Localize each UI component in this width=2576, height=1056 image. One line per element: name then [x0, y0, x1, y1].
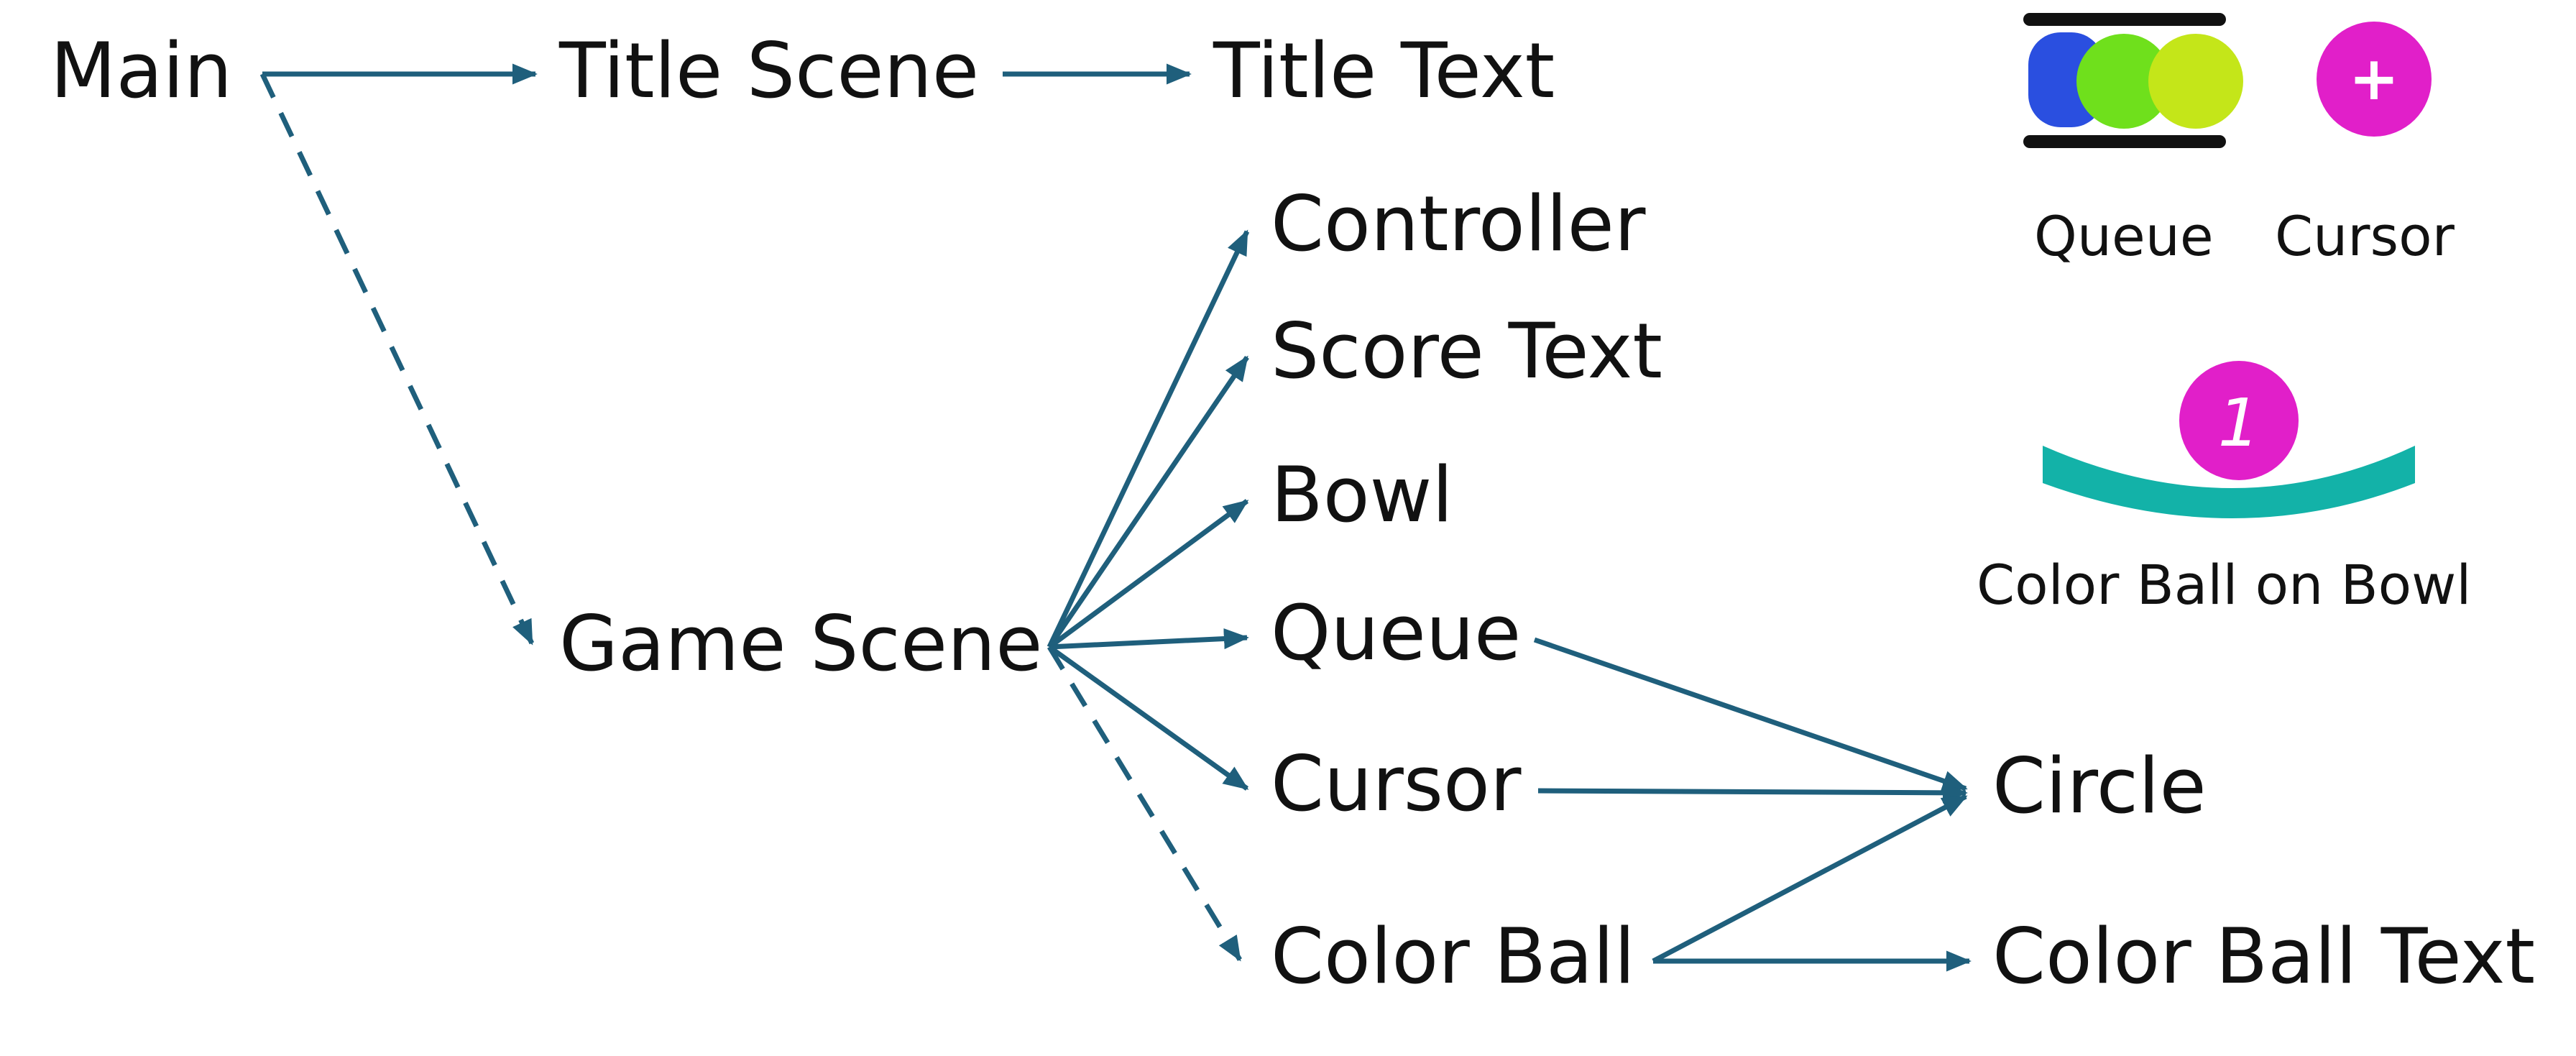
node-title-scene: Title Scene [558, 27, 979, 115]
bowl-caption: Color Ball on Bowl [1977, 553, 2471, 617]
edge-game-scene-controller [1046, 229, 1250, 648]
cursor-illustration: + Cursor [2275, 22, 2455, 268]
edge-color-ball-circle [1652, 794, 1968, 964]
queue-ball-green [2076, 34, 2171, 129]
node-title-text: Title Text [1213, 27, 1555, 115]
bowl-ball-number: 1 [2218, 385, 2260, 462]
edge-main-game-scene [259, 73, 535, 646]
node-game-scene: Game Scene [559, 600, 1042, 688]
edge-game-scene-queue [1049, 628, 1249, 650]
node-bowl: Bowl [1271, 451, 1453, 539]
node-cursor: Cursor [1271, 740, 1522, 828]
queue-caption: Queue [2034, 204, 2214, 268]
node-circle: Circle [1992, 742, 2207, 830]
edge-game-scene-score-text [1047, 355, 1249, 648]
edge-cursor-circle [1537, 782, 1968, 804]
node-main: Main [50, 27, 232, 115]
node-queue: Queue [1271, 589, 1521, 677]
cursor-caption: Cursor [2275, 204, 2455, 268]
bowl-shape [2043, 446, 2415, 518]
edge-game-scene-bowl [1047, 499, 1249, 649]
node-controller: Controller [1271, 180, 1646, 268]
bowl-ball [2179, 361, 2299, 480]
node-color-ball: Color Ball [1271, 912, 1635, 1001]
queue-illustration: Queue [2023, 13, 2243, 268]
node-score-text: Score Text [1271, 307, 1662, 395]
color-ball-on-bowl-illustration: 1 Color Ball on Bowl [1977, 361, 2471, 617]
queue-bottom-bar [2023, 135, 2226, 148]
edge-game-scene-color-ball [1047, 646, 1242, 962]
cursor-plus-icon: + [2349, 43, 2399, 114]
edge-group [259, 63, 1972, 972]
node-color-ball-text: Color Ball Text [1992, 912, 2535, 1001]
cursor-circle [2317, 22, 2432, 137]
edge-queue-circle [1533, 637, 1968, 791]
node-group: Main Title Scene Title Text Controller S… [50, 27, 2535, 1001]
queue-ball-yellowgreen [2148, 34, 2243, 129]
edge-game-scene-cursor [1047, 645, 1249, 791]
queue-top-bar [2023, 13, 2226, 26]
